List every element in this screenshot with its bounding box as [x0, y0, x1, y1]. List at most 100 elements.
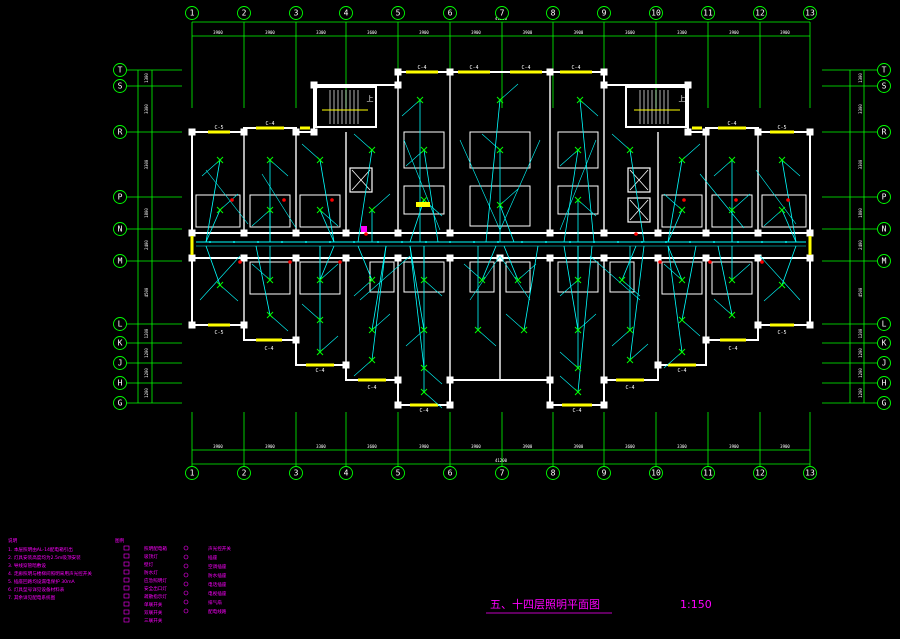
axis-label: 12: [755, 9, 765, 18]
svg-text:C-4: C-4: [265, 121, 274, 127]
svg-text:C-5: C-5: [214, 330, 223, 336]
column: [600, 229, 608, 237]
legend-label: 排气扇: [208, 599, 222, 606]
window-labels: C-4 C-4 C-4 C-4 C-5 C-4 C-4 C-5 C-5 C-5 …: [214, 65, 786, 414]
row-dim-left: 1200: [144, 368, 149, 378]
legend-symbol: [183, 545, 189, 551]
switch-symbol: [760, 260, 764, 264]
light-fixture: [266, 276, 274, 284]
legend-label: 防水插座: [208, 572, 227, 579]
axis-label: 3: [294, 9, 299, 18]
axis-bubble: [597, 466, 611, 480]
row-dim-right: 1200: [858, 368, 863, 378]
column: [446, 229, 454, 237]
column: [684, 81, 692, 89]
light-fixture: [420, 326, 428, 334]
stair-up-label-left: 上: [367, 94, 374, 103]
column: [446, 401, 454, 409]
light-fixture: [420, 276, 428, 284]
light-fixture: [626, 146, 634, 154]
note-line: 4. 走廊照明与楼梯间照明采用声光控开关: [8, 570, 92, 577]
light-fixture: [420, 146, 428, 154]
col-dim-top: 3900: [265, 30, 275, 35]
axis-bubble: [113, 79, 127, 93]
switch-symbol: [734, 198, 738, 202]
axis-grid: 3900390039003900330033003600360039003900…: [113, 6, 891, 480]
switch-symbol: [634, 232, 638, 236]
axis-bubble: [701, 466, 715, 480]
col-dim-top: 3900: [213, 30, 223, 35]
junction-box: [617, 241, 619, 243]
notes-heading: 说明: [8, 537, 18, 544]
svg-text:C-4: C-4: [367, 385, 376, 391]
col-dim-bottom: 3900: [523, 444, 533, 449]
column: [806, 254, 814, 262]
column: [310, 128, 318, 136]
legend-label: 安全出口灯: [144, 585, 167, 592]
axis-label: 7: [500, 9, 505, 18]
axis-bubble: [289, 6, 303, 20]
axis-bubble: [113, 222, 127, 236]
column: [342, 361, 350, 369]
column: [394, 401, 402, 409]
column: [546, 254, 554, 262]
light-fixtures: [209, 96, 790, 396]
column: [546, 229, 554, 237]
legend-symbol: [183, 608, 189, 614]
axis-label: T: [118, 66, 123, 75]
note-line: 6. 灯具型号详见设备材料表: [8, 586, 65, 593]
row-dim-left: 4500: [144, 287, 149, 297]
legend-symbol: [123, 545, 130, 551]
legend-symbol: [123, 593, 130, 599]
light-fixture: [368, 356, 376, 364]
switch-symbol: [238, 260, 242, 264]
col-dim-bottom: 3300: [316, 444, 326, 449]
structural-columns: [188, 68, 814, 409]
col-dim-top: 3900: [419, 30, 429, 35]
axis-label: 4: [344, 9, 349, 18]
light-fixture: [496, 96, 504, 104]
col-dim-bottom: 3900: [213, 444, 223, 449]
riser: [361, 226, 367, 232]
axis-label: 11: [703, 9, 713, 18]
row-dim-left: 1200: [144, 388, 149, 398]
axis-label: 12: [755, 469, 765, 478]
junction-box: [569, 241, 571, 243]
switch-symbol: [708, 260, 712, 264]
column: [240, 229, 248, 237]
light-fixture: [678, 316, 686, 324]
column: [292, 254, 300, 262]
legend-symbol: [183, 572, 189, 578]
legend-symbol: [183, 581, 189, 587]
column: [702, 229, 710, 237]
junction-box: [257, 241, 259, 243]
legend-symbol: [123, 601, 130, 607]
column: [654, 229, 662, 237]
col-dim-bottom: 3600: [625, 444, 635, 449]
axis-bubble: [237, 6, 251, 20]
light-fixture: [368, 146, 376, 154]
col-dim-bottom: 3900: [265, 444, 275, 449]
legend-label: 电话插座: [208, 581, 227, 588]
column: [342, 254, 350, 262]
col-dim-bottom: 3900: [471, 444, 481, 449]
legend-label: 吸顶灯: [144, 553, 158, 560]
axis-label: 10: [651, 469, 661, 478]
light-fixture: [416, 96, 424, 104]
column: [394, 376, 402, 384]
switch-symbol: [288, 260, 292, 264]
light-fixture: [728, 276, 736, 284]
axis-label: 1: [190, 9, 195, 18]
col-dim-bottom: 3900: [729, 444, 739, 449]
axis-label: 2: [242, 469, 247, 478]
junction-box: [377, 241, 379, 243]
stair-treads: [329, 90, 669, 124]
light-fixture: [266, 206, 274, 214]
svg-text:C-4: C-4: [571, 65, 580, 71]
total-dim-bottom: 41200: [495, 458, 508, 463]
axis-bubble: [339, 6, 353, 20]
junction-box: [545, 241, 547, 243]
junction-box: [761, 241, 763, 243]
axis-bubble: [877, 376, 891, 390]
